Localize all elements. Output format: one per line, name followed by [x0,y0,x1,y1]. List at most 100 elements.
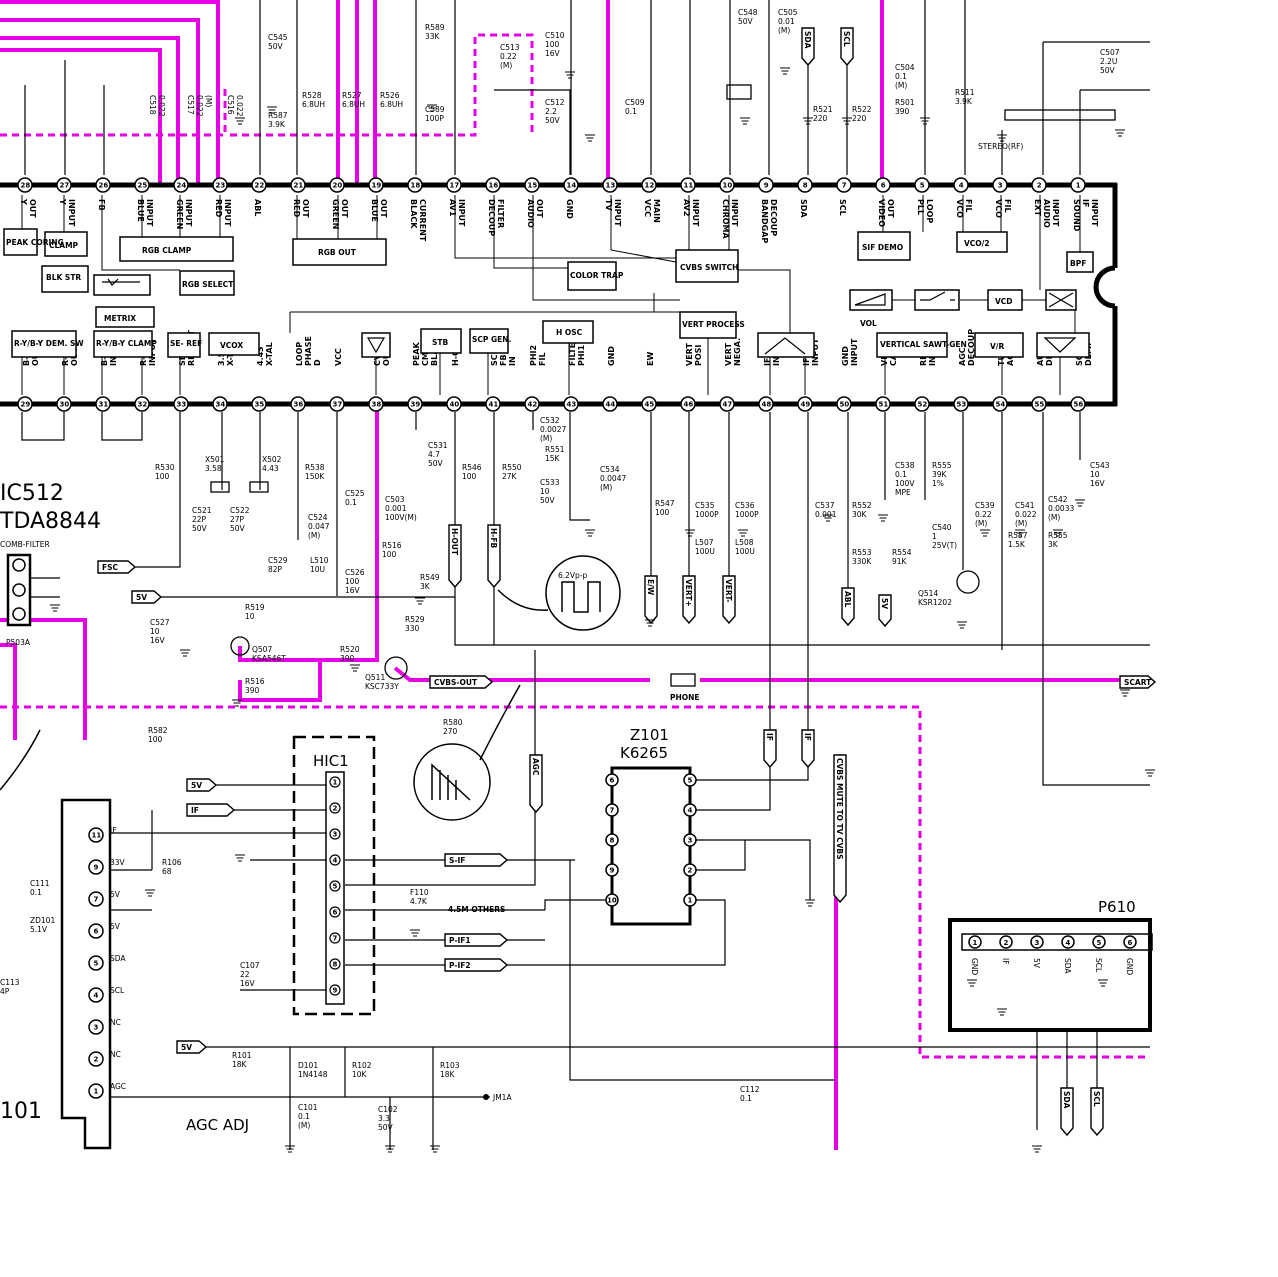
z101-pin-4[interactable]: 4 [683,803,697,817]
ic-pin-label: SCL [838,199,847,216]
block-vol: VOL [860,319,877,328]
ew-tag: E/W [644,575,658,625]
p610-pin-2[interactable]: 2IF [999,935,1013,965]
z101-pin-3[interactable]: 3 [683,833,697,847]
tuner-pin-3[interactable]: 3NC [88,1018,121,1035]
hic1-pin-7[interactable]: 7 [329,932,341,944]
hic1-pin-9[interactable]: 9 [329,984,341,996]
z101-pin-8[interactable]: 8 [605,833,619,847]
hic1-pin-3[interactable]: 3 [329,828,341,840]
hic1-pin-6[interactable]: 6 [329,906,341,918]
ic-pin-number: 8 [803,182,808,190]
tuner-pin-label: SCL [110,986,125,995]
z101-pin-2[interactable]: 2 [683,863,697,877]
component-value: 50V [540,496,556,505]
z101-pin-6[interactable]: 6 [605,773,619,787]
z101-pin-5[interactable]: 5 [683,773,697,787]
x502-crystal [249,481,269,493]
p610-pin-3[interactable]: 35V [1030,935,1044,969]
ic-pin-label: AV2 [682,199,691,216]
tuner-pin-2[interactable]: 2NC [88,1050,121,1067]
hic1-pin-4[interactable]: 4 [329,854,341,866]
hic1-pin-5[interactable]: 5 [329,880,341,892]
z101-pin-1[interactable]: 1 [683,893,697,907]
hic1-pin-8[interactable]: 8 [329,958,341,970]
vp-label: 6.2Vp-p [558,571,588,580]
z101-pin-9[interactable]: 9 [605,863,619,877]
ic-pin-number: 16 [489,182,499,190]
scart-tag: SCART [1119,675,1157,689]
component-value: (M) [778,26,790,35]
p503a-connector[interactable]: P503A COMB-FILTER [0,540,50,647]
component-ref: C545 [268,33,288,42]
z101-pin-7[interactable]: 7 [605,803,619,817]
tuner-pin-7[interactable]: 75V [88,890,121,907]
component-value: 1000P [695,510,719,519]
hic1-pin-2[interactable]: 2 [329,802,341,814]
block-color-trap: COLOR TRAP [570,271,624,280]
ground-icon [738,529,748,537]
component-value: 1.5K [1008,540,1026,549]
pif1-tag: P-IF1 [444,933,509,947]
z101-pin-10[interactable]: 10 [605,893,619,907]
ic-pin-number: 31 [99,401,109,409]
hic1-pin-1[interactable]: 1 [329,776,341,788]
component-ref: C517 [186,95,195,115]
ground-icon [780,67,790,75]
component-value: 18K [232,1060,248,1069]
ic-pin-label: OUT [535,199,544,218]
tuner-pin-6[interactable]: 65V [88,922,121,939]
cvbs-out-tag: CVBS-OUT [429,675,494,689]
